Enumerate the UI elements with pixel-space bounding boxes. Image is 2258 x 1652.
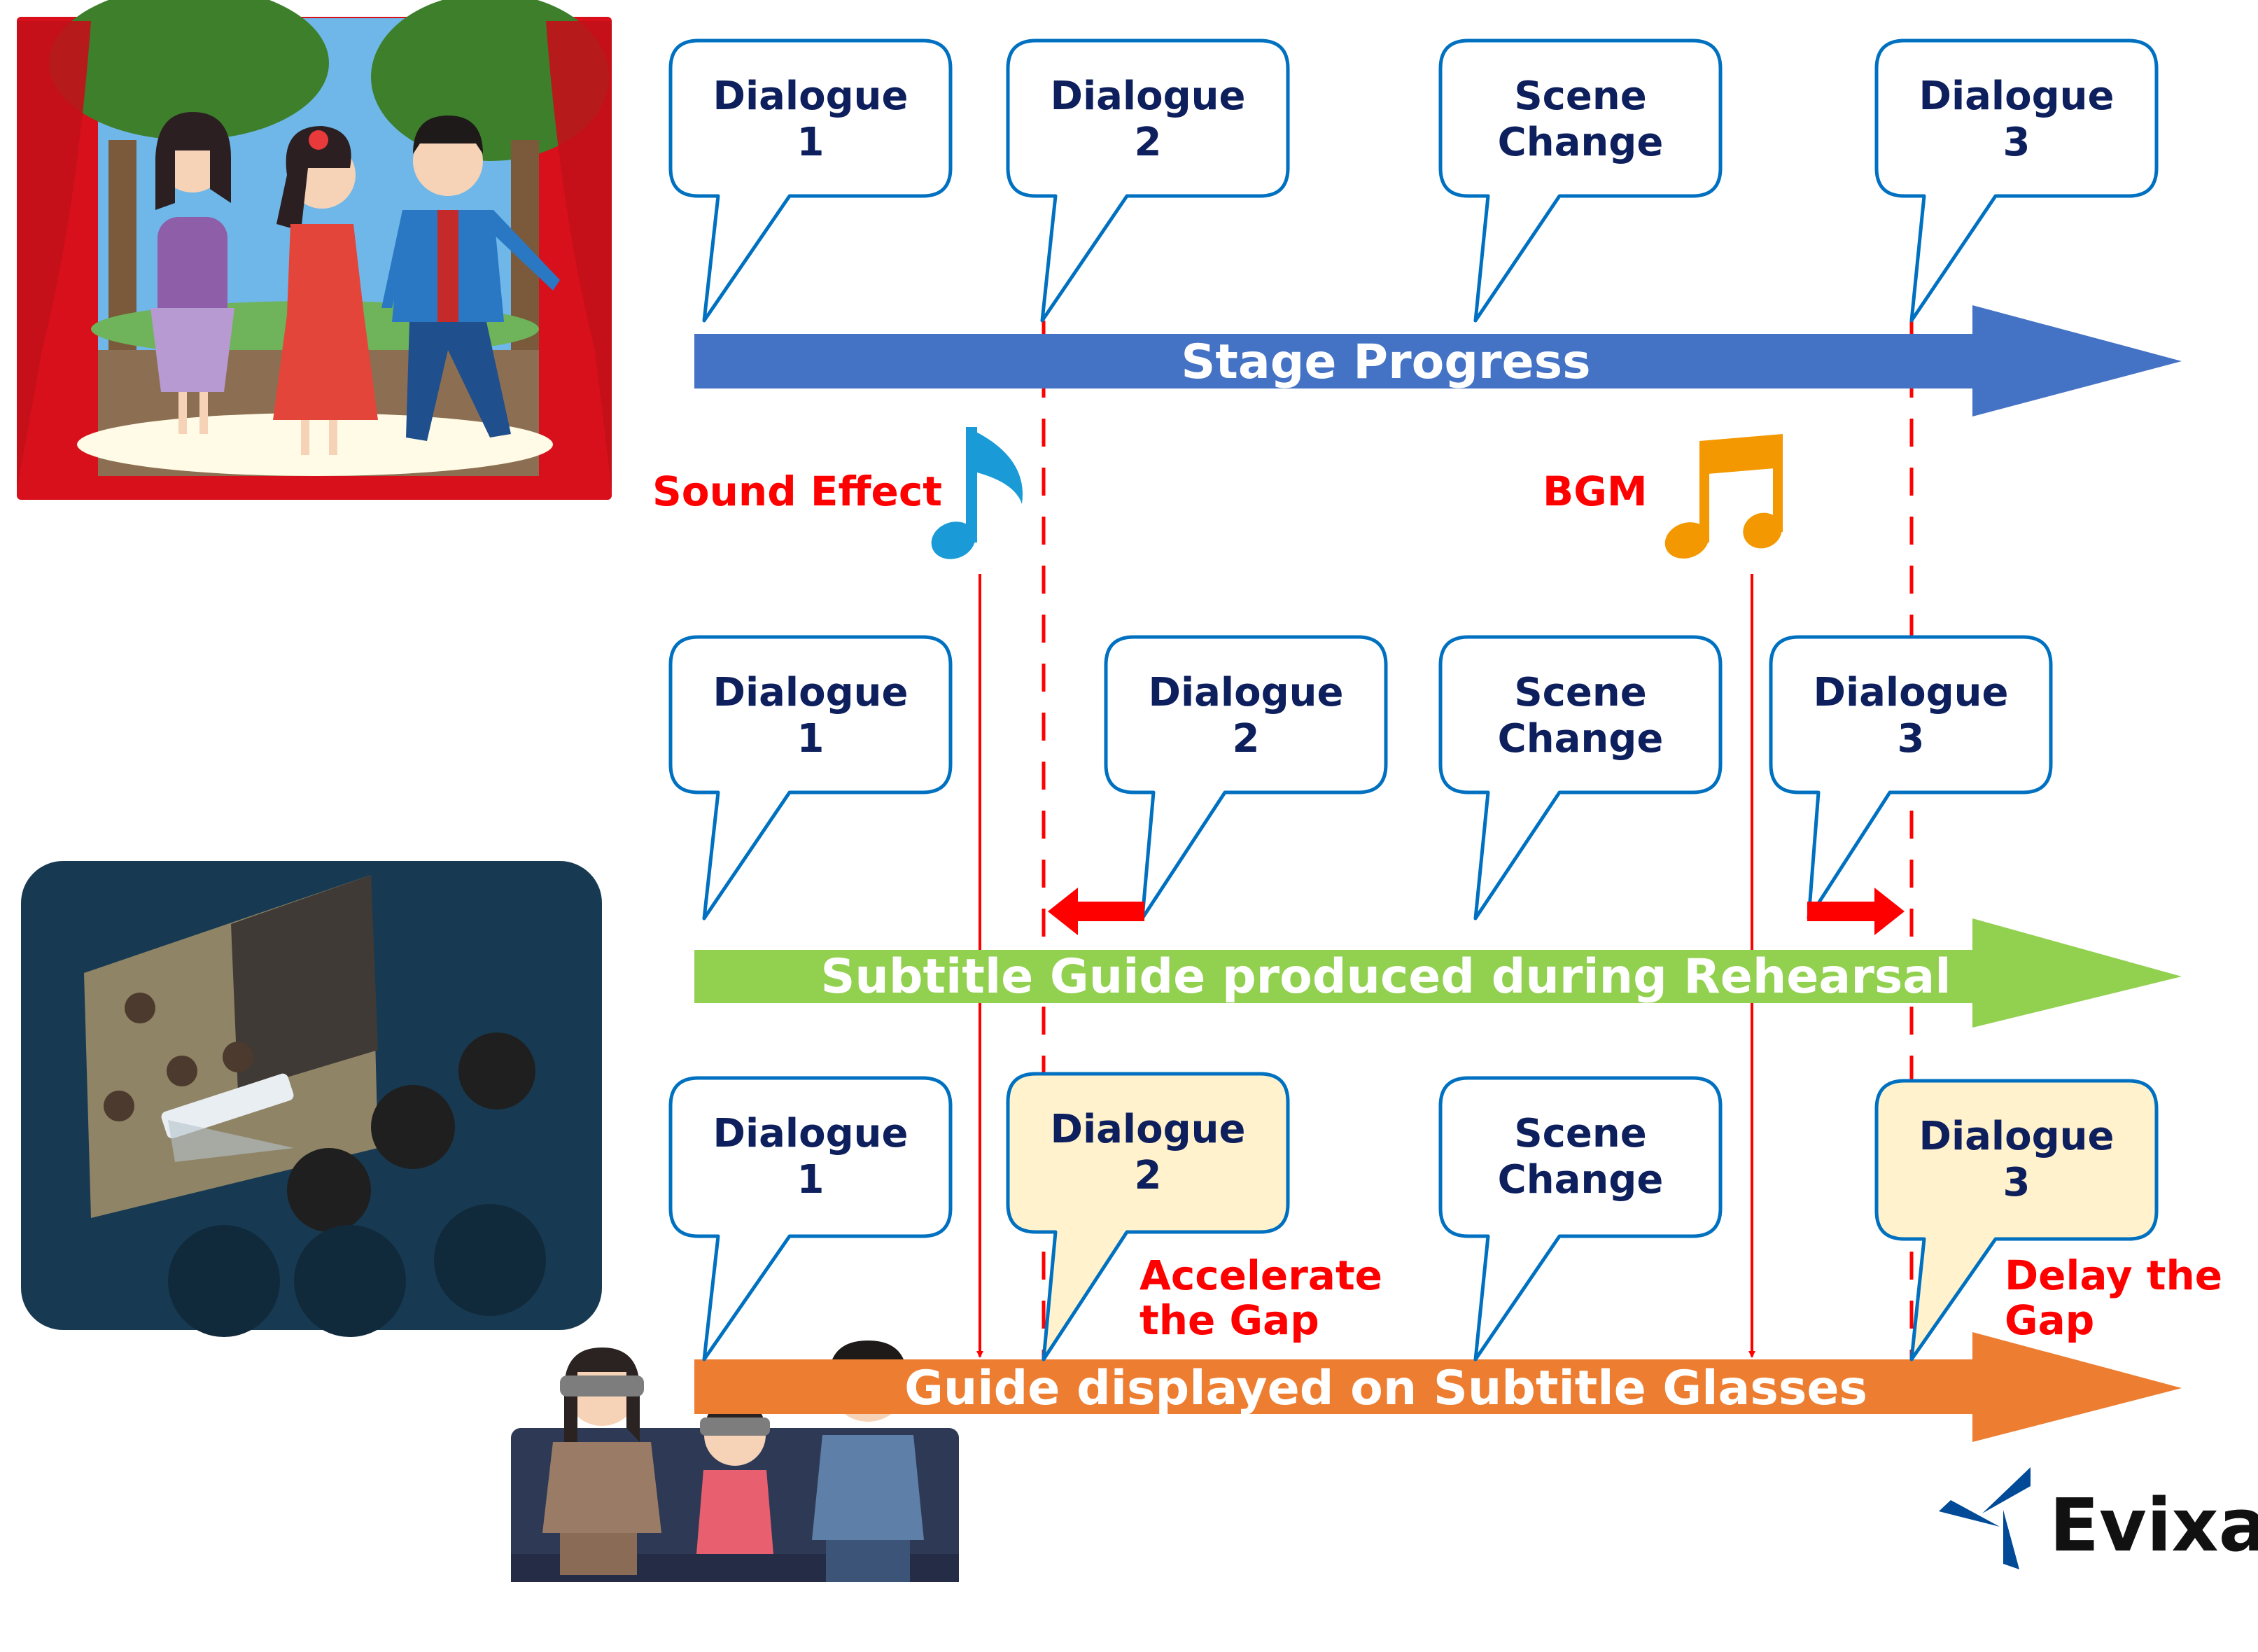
stage-play-illustration: [17, 0, 612, 500]
bgm-label: BGM: [1543, 468, 1648, 515]
evixar-pinwheel-icon: [1939, 1467, 2031, 1569]
accelerate-line-2: the Gap: [1139, 1296, 1319, 1344]
bubble-line-2: Change: [1498, 120, 1664, 165]
stage-progress-label: Stage Progress: [1181, 335, 1590, 390]
bubble-line-2: 3: [2003, 1160, 2031, 1205]
gap-arrow-dialogue-2-earlier: [1048, 888, 1144, 935]
beamed-notes-icon: [1664, 434, 1783, 559]
bgm-cue: BGM: [1543, 434, 1783, 559]
stage-progress-arrow: Stage Progress: [694, 305, 2182, 416]
speech-bubble-shape: [1438, 38, 1723, 323]
glasses-guide-arrow: Guide displayed on Subtitle Glasses: [694, 1332, 2182, 1442]
bubble-line-2: 1: [797, 120, 825, 165]
speech-bubble-shape: [1874, 38, 2159, 323]
bubble-line-1: Scene: [1514, 74, 1646, 119]
bubble-line-1: Dialogue: [713, 1111, 908, 1156]
bubble-line-2: 2: [1135, 1153, 1162, 1198]
speech-bubble-shape: [1006, 38, 1290, 323]
bubble-line-1: Dialogue: [1813, 670, 2008, 715]
speech-bubbles: Dialogue1Dialogue2SceneChangeDialogue3Di…: [668, 38, 2159, 1362]
speech-bubble-shape: [1438, 1076, 1723, 1362]
sound-effect-label: Sound Effect: [652, 468, 942, 515]
speech-bubble-shape: [668, 635, 953, 920]
glasses-guide-label: Guide displayed on Subtitle Glasses: [904, 1361, 1867, 1416]
bubble-line-2: 1: [797, 1157, 825, 1203]
bubble-line-2: 1: [797, 716, 825, 762]
evixar-logo: Evixar: [1939, 1467, 2258, 1569]
bubble-line-1: Scene: [1514, 670, 1646, 715]
speech-bubble-shape: [668, 38, 953, 323]
bubble-line-2: 2: [1233, 716, 1260, 762]
actor-man-blue: [381, 115, 560, 441]
speech-bubble-shape: [1769, 635, 2053, 920]
eighth-note-icon: [931, 427, 1023, 559]
bubble-line-1: Dialogue: [1919, 74, 2114, 119]
speech-bubble-shape: [1874, 1079, 2159, 1362]
bubble-line-2: 3: [1898, 716, 1925, 762]
speech-bubble-shape: [1104, 635, 1388, 920]
delay-gap-annotation: Delay the Gap: [2005, 1252, 2222, 1344]
sound-effect-cue: Sound Effect: [652, 427, 1023, 559]
bubble-line-1: Dialogue: [713, 74, 908, 119]
bubble-line-1: Dialogue: [1050, 1107, 1245, 1152]
gap-arrow-dialogue-3-later: [1807, 888, 1905, 935]
actor-woman-purple: [150, 112, 234, 434]
bubble-line-2: Change: [1498, 716, 1664, 762]
accelerate-line-1: Accelerate: [1139, 1252, 1382, 1299]
bubble-line-2: Change: [1498, 1157, 1664, 1203]
bubble-line-1: Dialogue: [1050, 74, 1245, 119]
rehearsal-guide-label: Subtitle Guide produced during Rehearsal: [820, 949, 1951, 1004]
actor-woman-red: [273, 126, 378, 455]
theater-audience-illustration: [21, 861, 602, 1337]
bubble-line-1: Dialogue: [1148, 670, 1343, 715]
speech-bubble-shape: [1006, 1072, 1290, 1362]
delay-line-1: Delay the: [2005, 1252, 2222, 1299]
speech-bubble-shape: [668, 1076, 953, 1362]
accelerate-gap-annotation: Accelerate the Gap: [1139, 1252, 1382, 1344]
delay-line-2: Gap: [2005, 1296, 2094, 1344]
bubble-line-1: Dialogue: [713, 670, 908, 715]
evixar-logo-text: Evixar: [2049, 1483, 2258, 1568]
bubble-line-1: Scene: [1514, 1111, 1646, 1156]
rehearsal-guide-arrow: Subtitle Guide produced during Rehearsal: [694, 918, 2182, 1028]
bubble-line-2: 3: [2003, 120, 2031, 165]
bubble-line-2: 2: [1135, 120, 1162, 165]
speech-bubble-shape: [1438, 635, 1723, 920]
bubble-line-1: Dialogue: [1919, 1114, 2114, 1159]
